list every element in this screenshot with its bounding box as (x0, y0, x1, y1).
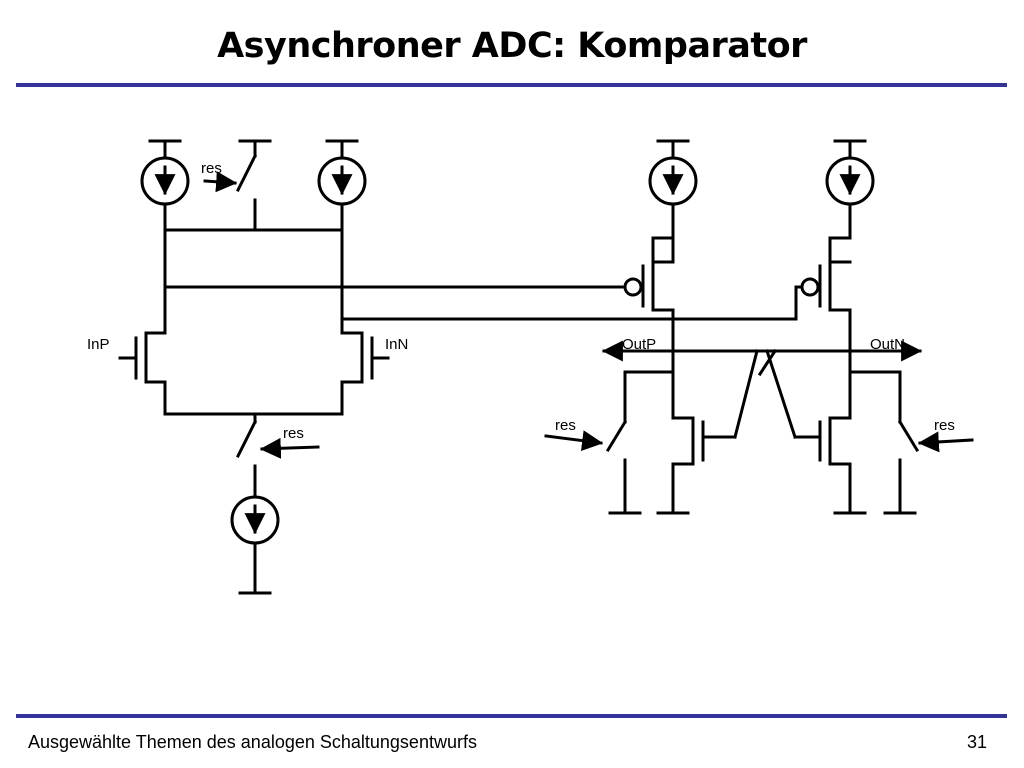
label-outn: OutN (870, 336, 905, 353)
label-res-mid: res (283, 425, 304, 442)
label-res-top: res (201, 160, 222, 177)
footer-course-title: Ausgewählte Themen des analogen Schaltun… (28, 732, 477, 752)
pmos-outp (623, 236, 675, 420)
reset-switch-mid (235, 419, 320, 499)
reset-switch-latch-right (883, 370, 974, 515)
page-number: 31 (966, 732, 987, 752)
title-rule (16, 83, 1007, 87)
label-res-right: res (934, 417, 955, 434)
current-source-top-middle (317, 139, 367, 232)
current-source-tail (230, 495, 280, 595)
pmos-outn (794, 260, 852, 420)
reset-switch-latch-left (544, 370, 642, 515)
current-source-top-left (140, 139, 190, 232)
transistor-inn (340, 331, 390, 416)
nmos-latch-left (656, 416, 737, 515)
label-inp: InP (87, 336, 110, 353)
current-source-latch-n (825, 139, 875, 264)
slide-title: Asynchroner ADC: Komparator (217, 26, 807, 66)
reset-switch-top (203, 139, 272, 232)
label-inn: InN (385, 336, 408, 353)
nmos-latch-right (793, 416, 867, 515)
transistor-inp (118, 331, 167, 416)
current-source-latch-p (648, 139, 698, 264)
label-res-left: res (555, 417, 576, 434)
footer-rule (16, 714, 1007, 718)
label-outp: OutP (622, 336, 656, 353)
